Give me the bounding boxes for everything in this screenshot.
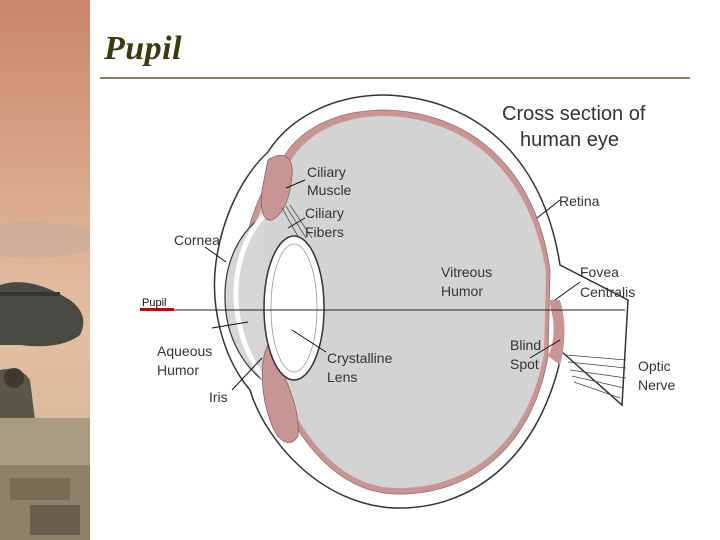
helicopter-shape xyxy=(0,282,84,347)
label-pupil: Pupil xyxy=(142,297,166,309)
label-aqueous-humor: Aqueous Humor xyxy=(157,343,216,378)
label-retina: Retina xyxy=(559,193,600,209)
label-fovea-centralis: Fovea Centralis xyxy=(580,264,635,300)
label-blind-spot: Blind Spot xyxy=(510,337,545,372)
label-ciliary-muscle: Ciliary Muscle xyxy=(307,164,352,198)
label-vitreous-humor: Vitreous Humor xyxy=(441,264,496,299)
crystalline-lens xyxy=(263,235,325,381)
label-ciliary-fibers: Ciliary Fibers xyxy=(305,205,348,240)
diagram-heading: Cross section of human eye xyxy=(502,103,651,151)
ciliary-muscle-top xyxy=(260,154,293,221)
cornea-shape xyxy=(224,214,269,385)
label-iris: Iris xyxy=(209,389,228,405)
vitreous-body xyxy=(245,116,546,489)
slide-title: Pupil xyxy=(104,30,183,67)
side-photo xyxy=(0,0,90,540)
title-divider xyxy=(100,77,690,79)
pupil-marker xyxy=(140,308,174,311)
label-optic-nerve: Optic Nerve xyxy=(638,358,676,393)
optic-nerve-fibers xyxy=(565,354,627,399)
helicopter-photo-strip xyxy=(0,0,90,540)
label-crystalline-lens: Crystalline Lens xyxy=(327,350,396,385)
label-cornea: Cornea xyxy=(174,232,220,248)
